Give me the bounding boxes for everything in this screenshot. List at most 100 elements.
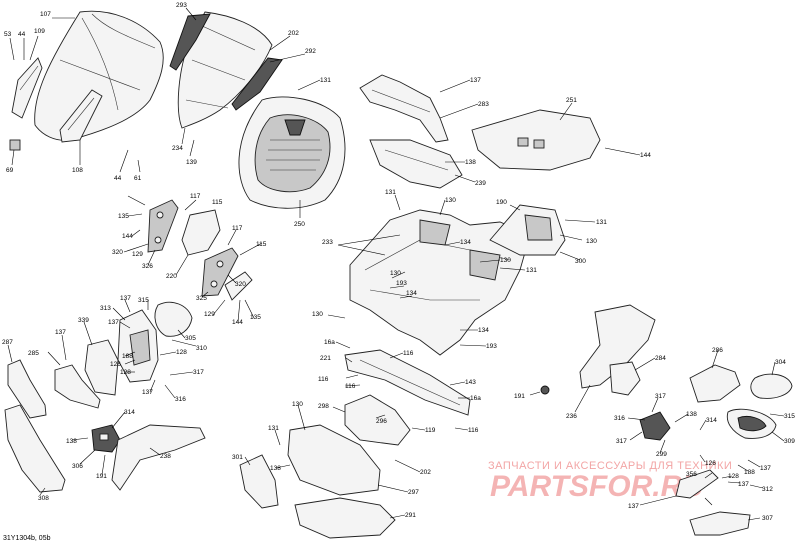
callout-117: 117: [190, 193, 201, 200]
callout-325: 325: [196, 295, 207, 302]
callout-250: 250: [294, 221, 305, 228]
part-deflector-108[interactable]: [59, 89, 103, 143]
callout-131: 131: [596, 219, 607, 226]
part-panel-308[interactable]: [4, 404, 66, 493]
callout-109: 109: [34, 28, 45, 35]
callout-134: 134: [460, 239, 471, 246]
parts: [4, 10, 793, 539]
callout-61: 61: [134, 175, 142, 182]
callout-131: 131: [320, 77, 331, 84]
callout-317: 317: [193, 369, 204, 376]
callout-16a: 16a: [470, 395, 481, 402]
callout-130: 130: [500, 257, 511, 264]
callout-137: 137: [628, 503, 639, 510]
part-strip-293[interactable]: [169, 13, 211, 71]
part-trim-238[interactable]: [111, 424, 206, 491]
callout-131: 131: [385, 189, 396, 196]
callout-116: 116: [345, 383, 356, 390]
callout-251: 251: [566, 97, 577, 104]
part-bracket-326[interactable]: [147, 199, 179, 253]
part-fairing-297[interactable]: [287, 424, 381, 496]
callout-314: 314: [706, 417, 717, 424]
part-support-221[interactable]: [344, 349, 471, 416]
callout-317: 317: [655, 393, 666, 400]
callout-305: 305: [185, 335, 196, 342]
callout-193: 193: [486, 343, 497, 350]
part-clip-69[interactable]: [9, 139, 21, 151]
callout-286: 286: [712, 347, 723, 354]
callout-309: 309: [784, 438, 795, 445]
callout-190: 190: [496, 199, 507, 206]
part-housing-309[interactable]: [726, 408, 777, 439]
part-switch-306[interactable]: [91, 424, 121, 453]
part-panel-284[interactable]: [609, 361, 641, 396]
callout-16a: 16a: [324, 339, 335, 346]
part-panel-287[interactable]: [7, 359, 47, 419]
callout-234: 234: [172, 145, 183, 152]
callout-137: 137: [55, 329, 66, 336]
part-bracket-300[interactable]: [489, 204, 566, 256]
callout-315: 315: [138, 297, 149, 304]
callout-134: 134: [478, 327, 489, 334]
part-panel-291[interactable]: [294, 497, 396, 539]
callout-315: 315: [784, 413, 795, 420]
callout-139: 139: [186, 159, 197, 166]
callout-221: 221: [320, 355, 331, 362]
callout-116: 116: [318, 376, 329, 383]
part-plate-129[interactable]: [224, 271, 253, 301]
callout-239: 239: [475, 180, 486, 187]
callout-300: 300: [575, 258, 586, 265]
callout-126: 126: [705, 460, 716, 467]
callout-191: 191: [96, 473, 107, 480]
part-bracket-283[interactable]: [359, 74, 449, 143]
part-deflector-109[interactable]: [11, 57, 43, 119]
callout-284: 284: [655, 355, 666, 362]
callout-115: 115: [212, 199, 223, 206]
part-knob-191[interactable]: [540, 385, 550, 395]
callout-137: 137: [738, 481, 749, 488]
part-mirror-housing-313[interactable]: [117, 309, 159, 383]
callout-191: 191: [514, 393, 525, 400]
part-cover-286[interactable]: [689, 364, 741, 403]
callout-285: 285: [28, 350, 39, 357]
part-bezel-250[interactable]: [238, 96, 346, 209]
callout-117: 117: [232, 225, 243, 232]
callout-128: 128: [728, 473, 739, 480]
part-bracket-325[interactable]: [201, 247, 239, 297]
callout-320: 320: [112, 249, 123, 256]
callout-126: 126: [110, 361, 121, 368]
part-frame-233[interactable]: [349, 209, 531, 356]
callout-296: 296: [376, 418, 387, 425]
callout-291: 291: [405, 512, 416, 519]
callout-301: 301: [232, 454, 243, 461]
reference-code: 31Y1304b, 05b: [3, 535, 51, 542]
part-shield-220[interactable]: [181, 209, 221, 256]
callout-134: 134: [406, 290, 417, 297]
part-bracket-356[interactable]: [675, 469, 719, 499]
part-trim-307[interactable]: [689, 511, 751, 536]
part-bracket-296[interactable]: [344, 394, 411, 446]
part-mirror-305[interactable]: [154, 301, 193, 337]
part-mirror-glass-304[interactable]: [750, 373, 793, 399]
callout-238: 238: [160, 453, 171, 460]
callout-220: 220: [166, 273, 177, 280]
part-shroud-239[interactable]: [369, 139, 463, 189]
callout-293: 293: [176, 2, 187, 9]
part-panel-301[interactable]: [239, 454, 279, 509]
part-windshield-107[interactable]: [34, 10, 164, 141]
callout-202: 202: [288, 30, 299, 37]
callout-138: 138: [465, 159, 476, 166]
part-cover-251[interactable]: [471, 109, 601, 171]
part-panel-285[interactable]: [54, 364, 101, 409]
part-panel-234[interactable]: [177, 11, 273, 129]
callout-308: 308: [38, 495, 49, 502]
callout-131: 131: [526, 267, 537, 274]
callout-129: 129: [204, 311, 215, 318]
callout-316: 316: [614, 415, 625, 422]
callout-320: 320: [235, 281, 246, 288]
callout-44: 44: [18, 31, 26, 38]
part-switch-314[interactable]: [639, 411, 671, 441]
callout-137: 137: [760, 465, 771, 472]
part-cover-339[interactable]: [84, 339, 119, 396]
